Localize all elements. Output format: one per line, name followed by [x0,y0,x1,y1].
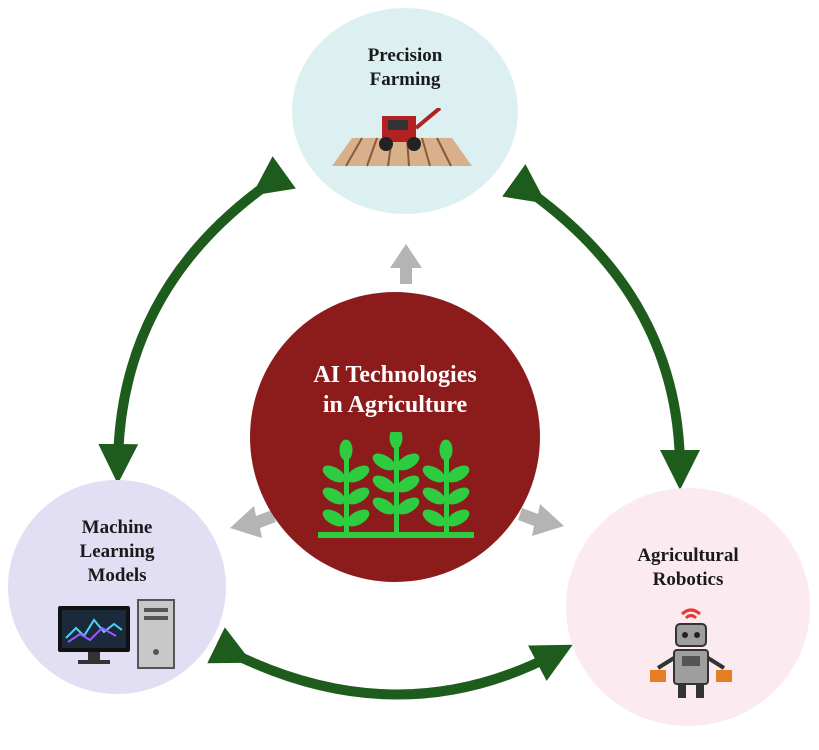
center-title-line2: in Agriculture [322,392,468,418]
node-machine-learning: Machine Learning Models [8,480,226,694]
tractor-field-icon [332,108,472,167]
inner-arrow-left [230,506,276,538]
robot-icon [650,608,732,698]
inner-arrow-up [390,244,422,284]
node-title-line2: Robotics [652,569,724,590]
node-title-line1: Machine [81,517,153,538]
node-title-line3: Models [87,565,147,586]
cycle-arrow-right [502,164,700,490]
node-title-line1: Agricultural [637,545,739,566]
center-title-line1: AI Technologies [313,362,477,388]
cycle-arrow-bottom [207,627,573,700]
node-title-line1: Precision [367,45,443,66]
node-title-line2: Farming [369,69,441,90]
computer-icon [58,599,175,669]
cycle-arrow-left [98,156,296,484]
node-precision-farming: Precision Farming [292,8,518,214]
node-agricultural-robotics: Agricultural Robotics [566,488,810,726]
inner-arrow-right [518,504,564,536]
node-title-line2: Learning [79,541,155,562]
plants-icon [318,432,474,538]
center-node: AI Technologies in Agriculture [250,292,540,582]
